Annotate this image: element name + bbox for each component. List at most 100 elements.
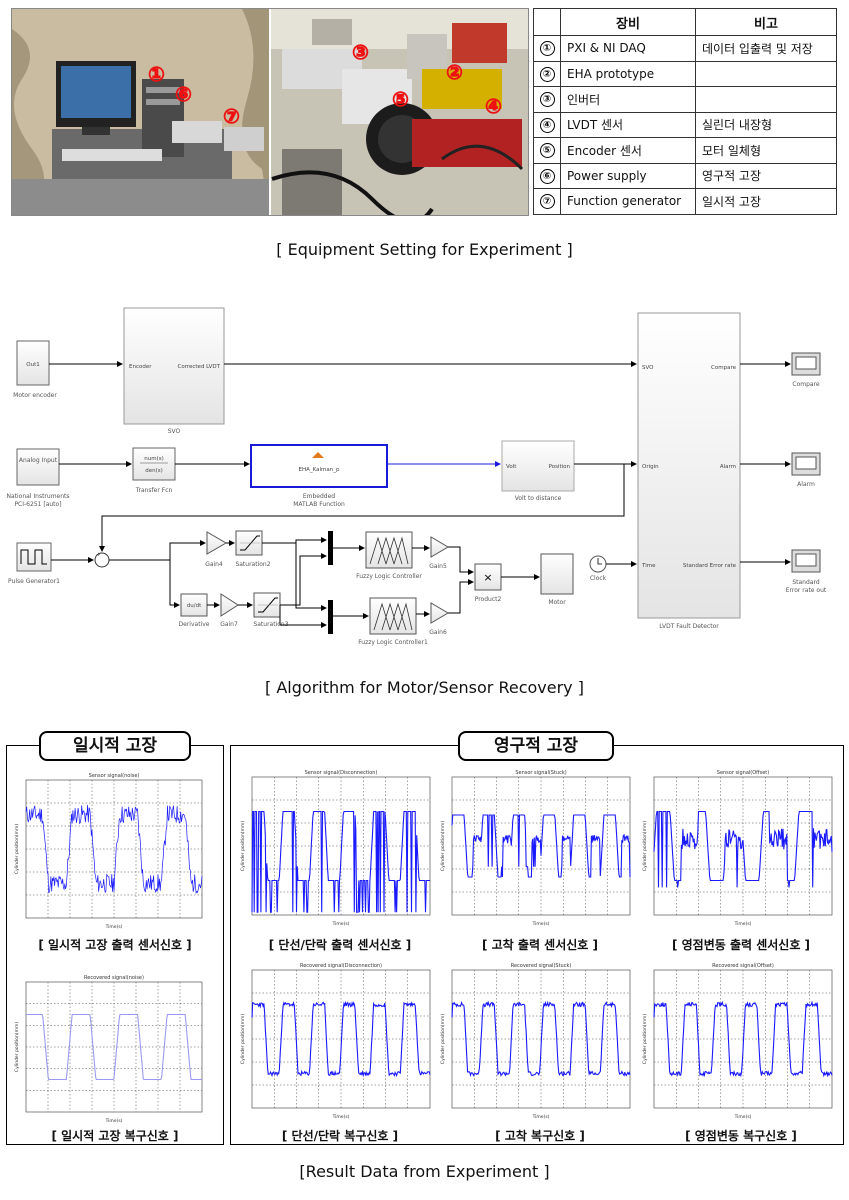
gain7-block[interactable] <box>220 593 239 617</box>
x-axis-label: Time(s) <box>105 924 123 930</box>
perm-sensor-caption: [ 영점변동 출력 센서신호 ] <box>671 938 811 952</box>
equipment-note: 실린더 내장형 <box>695 111 837 138</box>
perm-recovered-plot: Recovered signal(Disconnection)Time(s)Cy… <box>240 963 431 1120</box>
saturation3-block[interactable] <box>253 592 281 618</box>
table-header-note: 비고 <box>695 8 837 36</box>
row-number: ③ <box>539 92 555 108</box>
svg-text:Out1: Out1 <box>26 362 39 368</box>
x-axis-label: Time(s) <box>734 921 752 927</box>
svg-text:Time: Time <box>641 563 656 569</box>
plot-title: Sensor signal(Disconnection) <box>305 770 378 776</box>
perm-sensor-caption: [ 고착 출력 센서신호 ] <box>481 938 598 952</box>
marker-7: ⑦ <box>223 104 240 128</box>
equipment-note <box>695 60 837 87</box>
svg-text:Analog Input: Analog Input <box>19 457 58 464</box>
equipment-note: 영구적 고장 <box>695 162 837 189</box>
svg-text:EHA_Kalman_p: EHA_Kalman_p <box>299 467 340 473</box>
x-axis-label: Time(s) <box>105 1118 123 1124</box>
x-axis-label: Time(s) <box>532 1114 550 1120</box>
y-axis-label: Cylinder position(mm) <box>642 1014 648 1064</box>
svg-text:National Instruments: National Instruments <box>6 493 69 500</box>
svg-text:Fuzzy Logic Controller1: Fuzzy Logic Controller1 <box>358 639 428 646</box>
product-block[interactable] <box>474 563 502 591</box>
svg-text:PCI-6251 [auto]: PCI-6251 [auto] <box>14 501 61 508</box>
svg-text:Compare: Compare <box>792 381 820 388</box>
svg-text:Product2: Product2 <box>475 596 502 603</box>
pulse-generator-block[interactable] <box>16 542 52 572</box>
lvdt-fault-detector-block[interactable] <box>637 312 741 619</box>
fuzzy-controller-2[interactable] <box>369 597 417 635</box>
svg-text:Error rate out: Error rate out <box>786 587 827 594</box>
svg-text:Corrected LVDT: Corrected LVDT <box>177 364 220 370</box>
equipment-name: Function generator <box>560 188 696 215</box>
equipment-name: Encoder 센서 <box>560 137 696 164</box>
svo-label: SVO <box>168 428 181 435</box>
svg-text:Fuzzy Logic Controller: Fuzzy Logic Controller <box>356 573 422 580</box>
equipment-name: PXI & NI DAQ <box>560 35 696 62</box>
result-caption: [Result Data from Experiment ] <box>299 1162 550 1181</box>
svg-text:Alarm: Alarm <box>797 481 815 488</box>
svg-text:Encoder: Encoder <box>129 364 152 370</box>
scope-alarm[interactable] <box>791 452 821 476</box>
row-number: ② <box>539 66 555 82</box>
svg-text:MATLAB Function: MATLAB Function <box>293 501 345 508</box>
algorithm-diagram: Out1 Motor encoder Encoder Corrected LVD… <box>6 307 827 646</box>
y-axis-label: Cylinder position(mm) <box>240 821 246 871</box>
svg-text:Volt to distance: Volt to distance <box>515 495 562 502</box>
row-number: ⑦ <box>539 194 555 210</box>
y-axis-label: Cylinder position(mm) <box>14 1022 20 1072</box>
plot-title: Sensor signal(Offset) <box>717 770 769 776</box>
analog-input-block[interactable] <box>16 448 60 486</box>
svo-block[interactable] <box>123 307 225 425</box>
svg-text:Position: Position <box>549 464 571 470</box>
perm-recovered-plot: Recovered signal(Stuck) Time(s) Cylinder p… <box>440 963 631 1120</box>
motor-encoder-label: Motor encoder <box>13 392 57 399</box>
marker-6: ⑥ <box>175 82 192 106</box>
y-axis-label: Cylinder position(mm) <box>14 824 20 874</box>
equipment-name: 인버터 <box>560 86 696 113</box>
svg-text:Derivative: Derivative <box>179 621 210 628</box>
motor-encoder-block[interactable] <box>16 340 50 386</box>
svg-text:×: × <box>483 571 492 584</box>
svg-text:+: + <box>96 552 101 558</box>
svg-text:Alarm: Alarm <box>720 464 736 470</box>
gain6-block[interactable] <box>430 602 449 624</box>
motor-block[interactable] <box>540 553 574 595</box>
perm-recovered-plot: Recovered signal(Offset)Time(s)Cylinder … <box>642 963 833 1120</box>
svg-text:Motor: Motor <box>548 599 566 606</box>
marker-3: ③ <box>352 40 369 64</box>
temp-recovered-plot: Recovered signal(noise)Time(s)Cylinder p… <box>14 975 203 1124</box>
svg-text:du/dt: du/dt <box>187 603 202 609</box>
scope-error-rate[interactable] <box>791 549 821 573</box>
plot-title: Recovered signal(Stuck) <box>511 963 572 969</box>
y-axis-label: Cylinder position(mm) <box>440 821 446 871</box>
svg-text:Gain5: Gain5 <box>429 563 447 570</box>
scope-compare[interactable] <box>791 352 821 376</box>
table-header-equipment: 장비 <box>560 8 696 36</box>
x-axis-label: Time(s) <box>332 1114 350 1120</box>
x-axis-label: Time(s) <box>332 921 350 927</box>
y-axis-label: Cylinder position(mm) <box>440 1014 446 1064</box>
volt-to-distance-block[interactable] <box>501 440 575 492</box>
gain5-block[interactable] <box>430 536 449 558</box>
svg-text:Gain7: Gain7 <box>220 621 238 628</box>
saturation2-block[interactable] <box>235 530 263 556</box>
marker-4: ④ <box>485 94 502 118</box>
gain4-block[interactable] <box>206 531 227 555</box>
equipment-note: 데이터 입출력 및 저장 <box>695 35 837 62</box>
perm-recovered-caption: [ 영점변동 복구신호 ] <box>685 1129 797 1143</box>
svg-text:Pulse Generator1: Pulse Generator1 <box>8 578 60 585</box>
marker-2: ② <box>446 60 463 84</box>
fuzzy-controller-1[interactable] <box>365 531 413 569</box>
temp-recovered-caption: [ 일시적 고장 복구신호 ] <box>51 1129 179 1143</box>
plot-title: Recovered signal(Disconnection) <box>300 963 382 969</box>
perm-sensor-plot: Sensor signal(Disconnection) Time(s) Cylin… <box>240 770 431 927</box>
svg-text:Embedded: Embedded <box>303 493 335 500</box>
kalman-function-block[interactable] <box>250 444 388 488</box>
svg-text:Saturation3: Saturation3 <box>253 621 288 628</box>
svg-text:-: - <box>100 550 102 556</box>
equipment-note: 일시적 고장 <box>695 188 837 215</box>
